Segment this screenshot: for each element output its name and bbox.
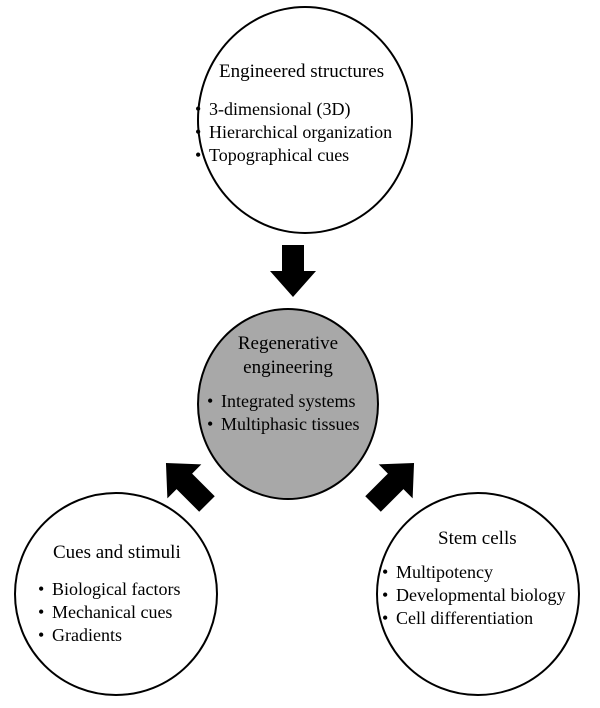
node-stem-cells: [376, 492, 580, 696]
node-engineered-structures-list: •3-dimensional (3D) •Hierarchical organi…: [195, 98, 392, 167]
node-cues-and-stimuli-title: Cues and stimuli: [53, 542, 181, 563]
list-item: •Integrated systems: [207, 391, 356, 411]
node-engineered-structures: [197, 6, 413, 234]
arrow-left-to-center: [165, 462, 215, 512]
list-item: •Topographical cues: [195, 145, 350, 165]
title-line-1: Regenerative: [237, 333, 339, 354]
arrow-top-to-center: [270, 245, 316, 297]
node-engineered-structures-title: Engineered structures: [219, 61, 385, 82]
arrow-right-to-center: [365, 462, 415, 512]
node-regenerative-engineering-title: Regenerative engineering: [197, 332, 379, 380]
node-regenerative-engineering-list: •Integrated systems •Multiphasic tissues: [207, 390, 360, 436]
list-item: •Gradients: [38, 625, 122, 645]
list-item: •Mechanical cues: [38, 602, 173, 622]
node-cues-and-stimuli: [14, 492, 218, 696]
node-regenerative-engineering: [197, 308, 379, 500]
node-stem-cells-list: •Multipotency •Developmental biology •Ce…: [382, 561, 565, 630]
list-item: •Cell differentiation: [382, 608, 534, 628]
list-item: •Biological factors: [38, 579, 181, 599]
node-stem-cells-title: Stem cells: [438, 528, 517, 549]
node-cues-and-stimuli-list: •Biological factors •Mechanical cues •Gr…: [38, 578, 180, 647]
list-item: •Multiphasic tissues: [207, 414, 360, 434]
list-item: •3-dimensional (3D): [195, 99, 351, 119]
title-line-2: engineering: [243, 357, 333, 378]
list-item: •Developmental biology: [382, 585, 566, 605]
list-item: •Multipotency: [382, 562, 493, 582]
list-item: •Hierarchical organization: [195, 122, 393, 142]
